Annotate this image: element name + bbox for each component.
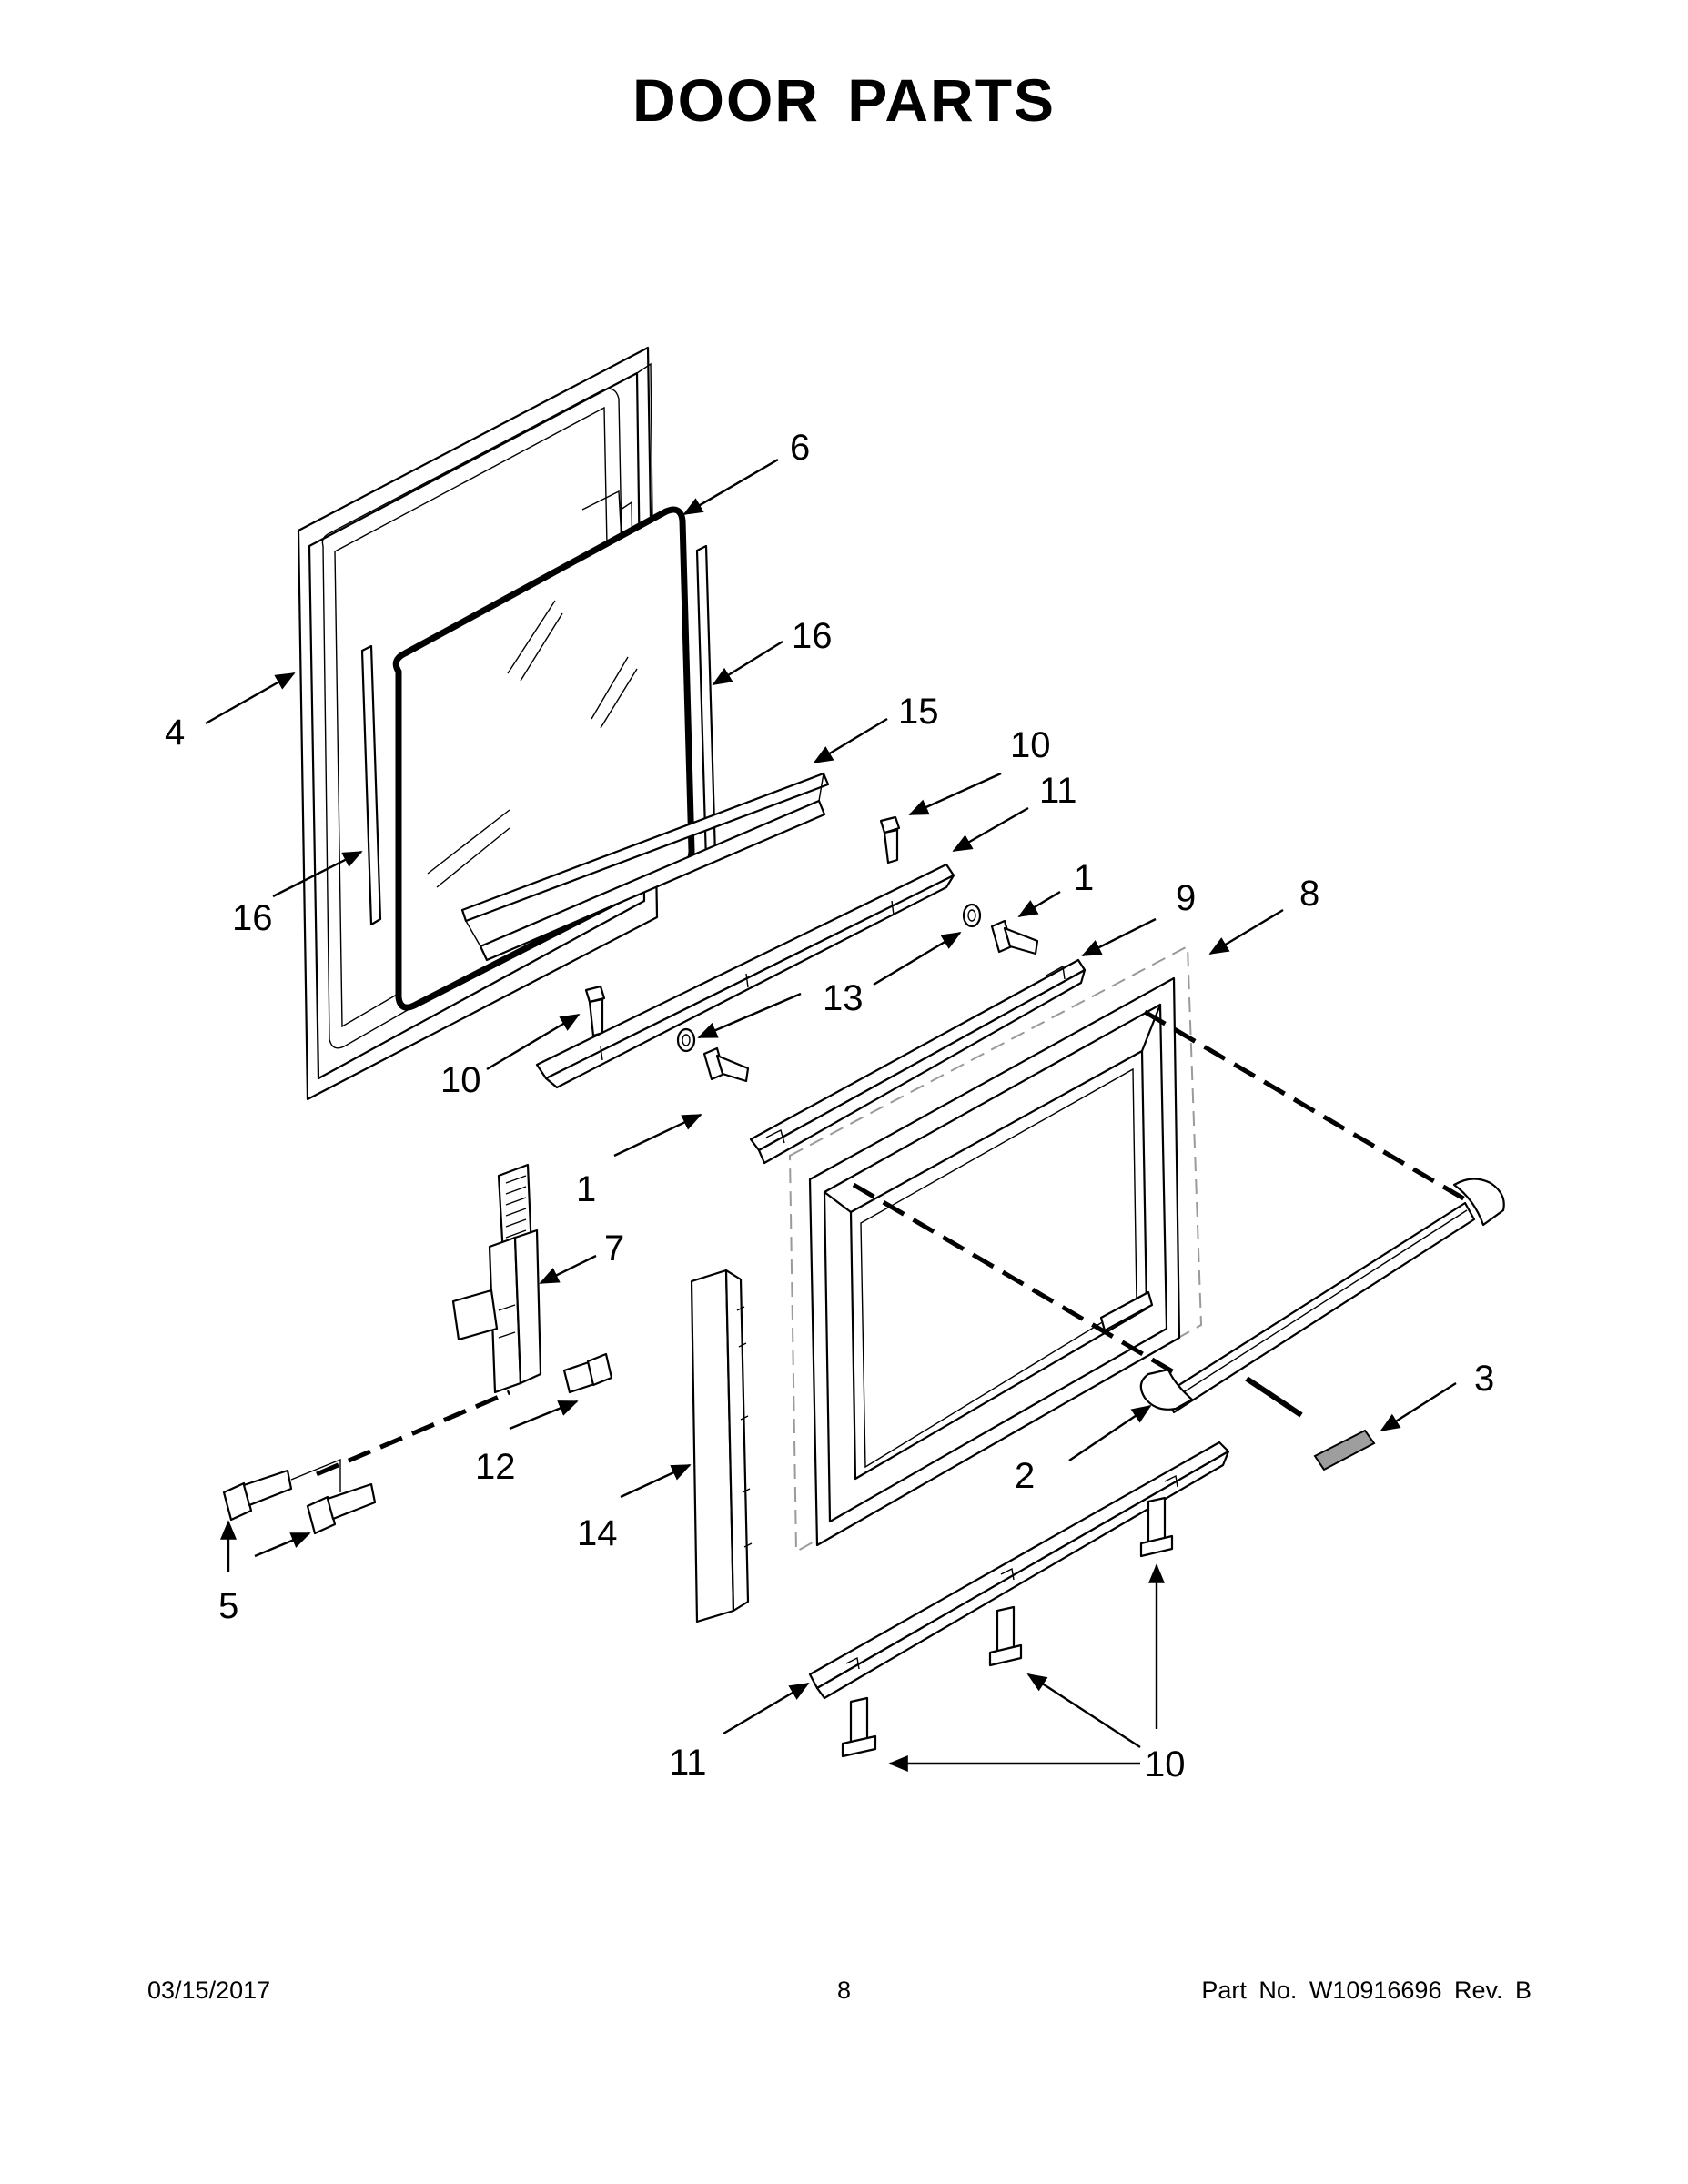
side-trim-strip-left [360,644,382,926]
callout-10-mid: 10 [440,1060,481,1100]
callout-14: 14 [577,1513,618,1553]
screw-10-bottom-right [1139,1496,1174,1558]
callout-9: 9 [1176,878,1196,918]
callout-1-left: 1 [576,1169,596,1209]
screw-10-bottom-left [841,1696,877,1758]
callout-13: 13 [823,978,864,1018]
callout-8: 8 [1299,874,1319,914]
footer-date: 03/15/2017 [147,1977,271,2004]
outer-door-outline [788,945,1203,1553]
hinge-screw-12 [562,1352,613,1394]
handle-screw-1-top [990,919,1039,956]
callout-2: 2 [1015,1456,1035,1496]
washer-13-left [676,1027,696,1053]
callout-1-top: 1 [1074,858,1094,898]
callout-12: 12 [475,1447,516,1487]
leader-lines [205,458,1457,1772]
callout-16-lower: 16 [232,898,273,938]
side-trim-channel [690,1269,753,1623]
callout-4: 4 [165,713,185,753]
badge-mount-line [1245,1376,1303,1418]
washer-13-top [962,903,982,928]
callout-7: 7 [604,1228,624,1269]
upper-door-channel [535,863,955,1089]
callout-5: 5 [218,1586,238,1626]
footer-part-number: Part No. W10916696 Rev. B [1201,1977,1531,2004]
door-hinge [451,1163,542,1394]
hinge-mount-line [316,1390,510,1477]
callout-3: 3 [1474,1359,1494,1399]
callout-11-lower: 11 [669,1743,707,1783]
hinge-screw-5-left [222,1469,293,1522]
side-trim-strip-right [695,544,717,863]
page-title: DOOR PARTS [632,66,1056,134]
door-handle [1139,1178,1505,1414]
callout-10-bottom: 10 [1145,1744,1186,1785]
callout-16-upper: 16 [792,616,833,656]
door-vent-strip [460,772,830,962]
callout-11-upper: 11 [1039,771,1077,811]
handle-mount-line-bottom [852,1182,1176,1375]
inner-door-glass [392,506,695,1011]
hinge-screw-5-right [306,1482,377,1535]
screw-10-top [879,815,901,864]
outer-door-panel [808,976,1181,1547]
handle-screw-1-left [702,1046,750,1083]
screw-10-mid [584,985,606,1037]
screw-10-bottom-mid [988,1605,1023,1667]
callout-6: 6 [790,428,810,468]
lower-door-channel [808,1441,1230,1700]
callout-10-top: 10 [1010,725,1051,765]
handle-mount-bracket [749,958,1087,1165]
hinge-screw-5-bracket [290,1458,341,1492]
footer-page-number: 8 [836,1977,852,2004]
callout-15: 15 [898,692,939,732]
nameplate-badge [1313,1429,1376,1471]
handle-mount-line-top [1143,1009,1467,1202]
